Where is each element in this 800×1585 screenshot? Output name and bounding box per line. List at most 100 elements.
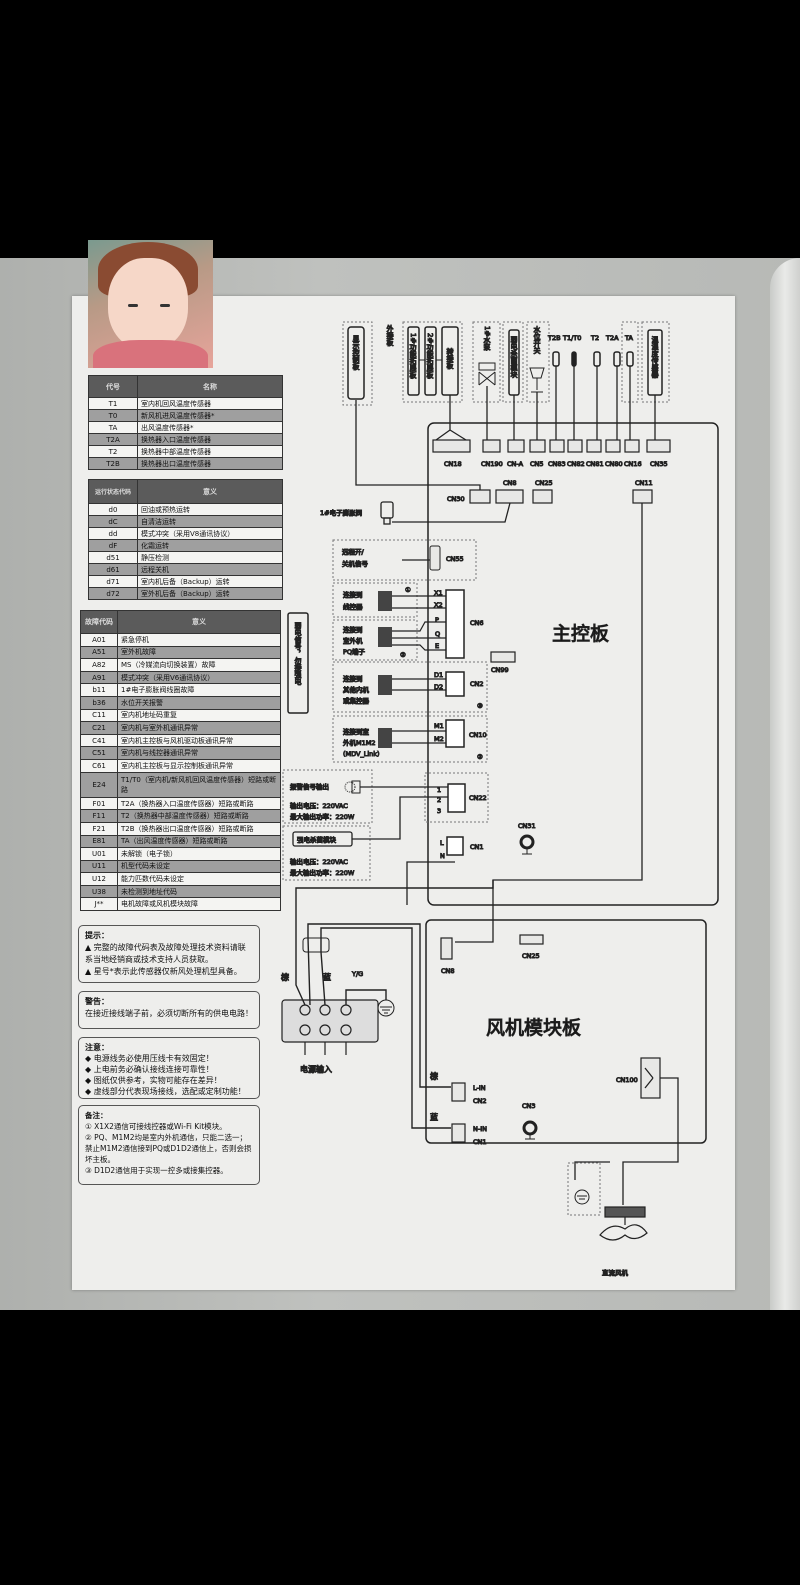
remark-title: 备注： <box>85 1111 108 1120</box>
code-cell: F01 <box>80 796 118 811</box>
remote-label-2: 关机信号 <box>342 559 369 568</box>
adapter-label: 转接板 <box>446 347 454 370</box>
meaning-cell: 室内机主控板与风机驱动板通讯异常 <box>117 733 281 748</box>
caution-item: ◆ 虚线部分代表现场接线，选配或定制功能！ <box>85 1087 246 1096</box>
fan-module-board <box>425 919 707 1144</box>
fan-cn8-label: CN8 <box>441 967 455 975</box>
cn5-label: CN5 <box>530 460 544 468</box>
m-label-2: 外机M1M2 <box>343 738 376 747</box>
m-label-3: (MDV_Link) <box>343 750 380 758</box>
fan-cn1-label: CN1 <box>473 1138 487 1146</box>
code-cell: TA <box>88 421 138 434</box>
caution-item: ◆ 图纸仅供参考，实物可能存在差异！ <box>85 1076 222 1085</box>
column-header: 名称 <box>137 375 283 398</box>
tip-box: 提示： ▲ 完整的故障代码表及故障处理技术资料请联系当地经销商或技术支持人员获取… <box>78 925 260 983</box>
main-board <box>427 422 719 906</box>
d-label-3: 或集控器 <box>343 696 370 705</box>
cn3-label: CN3 <box>522 1102 536 1110</box>
alarm-voltage: 输出电压：220VAC <box>290 801 348 810</box>
expansion-valve-icon <box>380 501 394 525</box>
cn83-label: CN83 <box>548 460 566 468</box>
l-label: L <box>440 839 444 847</box>
meaning-cell: 出风温度传感器* <box>137 421 283 434</box>
weak-sterilizer-label: 弱电杀菌模块 <box>510 336 518 379</box>
fan-brown-label: 棕 <box>430 1071 438 1081</box>
fan-blue-label: 蓝 <box>430 1112 438 1122</box>
pump-valve-icon <box>478 362 496 386</box>
lin-label: L-IN <box>473 1084 486 1092</box>
meaning-cell: TA（出风温度传感器）短路或断路 <box>117 834 281 849</box>
display-board-label: 显示控制板 <box>352 335 360 371</box>
pin-2-label: 2 <box>437 796 441 804</box>
cn18-label: CN18 <box>444 460 462 468</box>
meaning-cell: 回油或预热运转 <box>137 503 283 516</box>
column-header: 故障代码 <box>80 610 118 634</box>
cn22-label: CN22 <box>469 794 487 802</box>
cn16-label: CN16 <box>624 460 642 468</box>
cn31-label: CN31 <box>518 822 536 830</box>
strong-sterilizer-label: 强电杀菌模块 <box>297 835 337 844</box>
fan-cn25-label: CN25 <box>522 952 540 960</box>
tip-item: ▲ 完整的故障代码表及故障处理技术资料请联系当地经销商或技术支持人员获取。 <box>85 943 246 964</box>
pin-3-label: 3 <box>437 807 441 815</box>
fan-ground-icon <box>574 1189 590 1205</box>
power-input-label: 电源输入 <box>300 1064 332 1074</box>
warning-box: 警告： 在接近接线端子前，必须切断所有的供电电路！ <box>78 991 260 1029</box>
humidity-sensor-label: 温湿度传感器 <box>651 335 659 379</box>
code-cell: T2B <box>88 457 138 470</box>
meaning-cell: 自清洁运转 <box>137 515 283 528</box>
x2-label: X2 <box>434 601 443 609</box>
note-2-marker: ② <box>400 651 406 659</box>
pq-label-2: 室外机 <box>343 636 363 645</box>
cn11-label: CN11 <box>635 479 653 487</box>
q-label: Q <box>435 630 440 638</box>
cn82-label: CN82 <box>567 460 585 468</box>
m2-label: M2 <box>434 735 444 743</box>
cn3-ring-icon <box>522 1120 538 1140</box>
ta-label: TA <box>624 334 633 342</box>
tip-title: 提示： <box>85 931 109 940</box>
water-switch-label: 水位开关 <box>533 325 541 355</box>
meaning-cell: 紧急停机 <box>117 633 281 647</box>
warning-text: 在接近接线端子前，必须切断所有的供电电路！ <box>85 1009 253 1018</box>
ferrite-ring-icon <box>302 937 330 953</box>
wc-label-2: 线控器 <box>343 602 363 611</box>
column-header: 代号 <box>88 375 138 398</box>
meaning-cell: 电机故障或风机模块故障 <box>117 897 281 912</box>
pq-label-1: 连接到 <box>343 625 363 634</box>
caution-box: 注意： ◆ 电源线务必使用压线卡有效固定！ ◆ 上电前务必确认接线连接可靠性！ … <box>78 1037 260 1099</box>
dc-fan-icon <box>599 1206 648 1241</box>
code-cell: d72 <box>88 587 138 600</box>
table-row: J**电机故障或风机模块故障 <box>80 897 281 912</box>
meaning-cell: 室内机与室外机通讯异常 <box>117 721 281 735</box>
fan-cn2-label: CN2 <box>473 1097 487 1105</box>
e-label: E <box>435 642 439 650</box>
t1t0-label: T1/T0 <box>562 334 581 342</box>
yg-wire-label: Y/G <box>351 970 363 978</box>
remote-label-1: 远程开/ <box>342 547 365 556</box>
d1-label: D1 <box>434 671 443 679</box>
ext2-label: 2#功能拓展板 <box>426 333 434 379</box>
cn6-label: CN6 <box>470 619 484 627</box>
nin-label: N-IN <box>473 1125 487 1133</box>
cn10-label: CN10 <box>469 731 487 739</box>
remark-box: 备注： ① X1X2通信可接线控器或Wi-Fi Kit模块。 ② PQ、M1M2… <box>78 1105 260 1185</box>
avatar <box>88 240 213 368</box>
cn99-label: CN99 <box>491 666 509 674</box>
t2a-label: T2A <box>605 334 619 342</box>
ground-icon <box>377 999 395 1017</box>
pin-1-label: 1 <box>437 786 441 794</box>
